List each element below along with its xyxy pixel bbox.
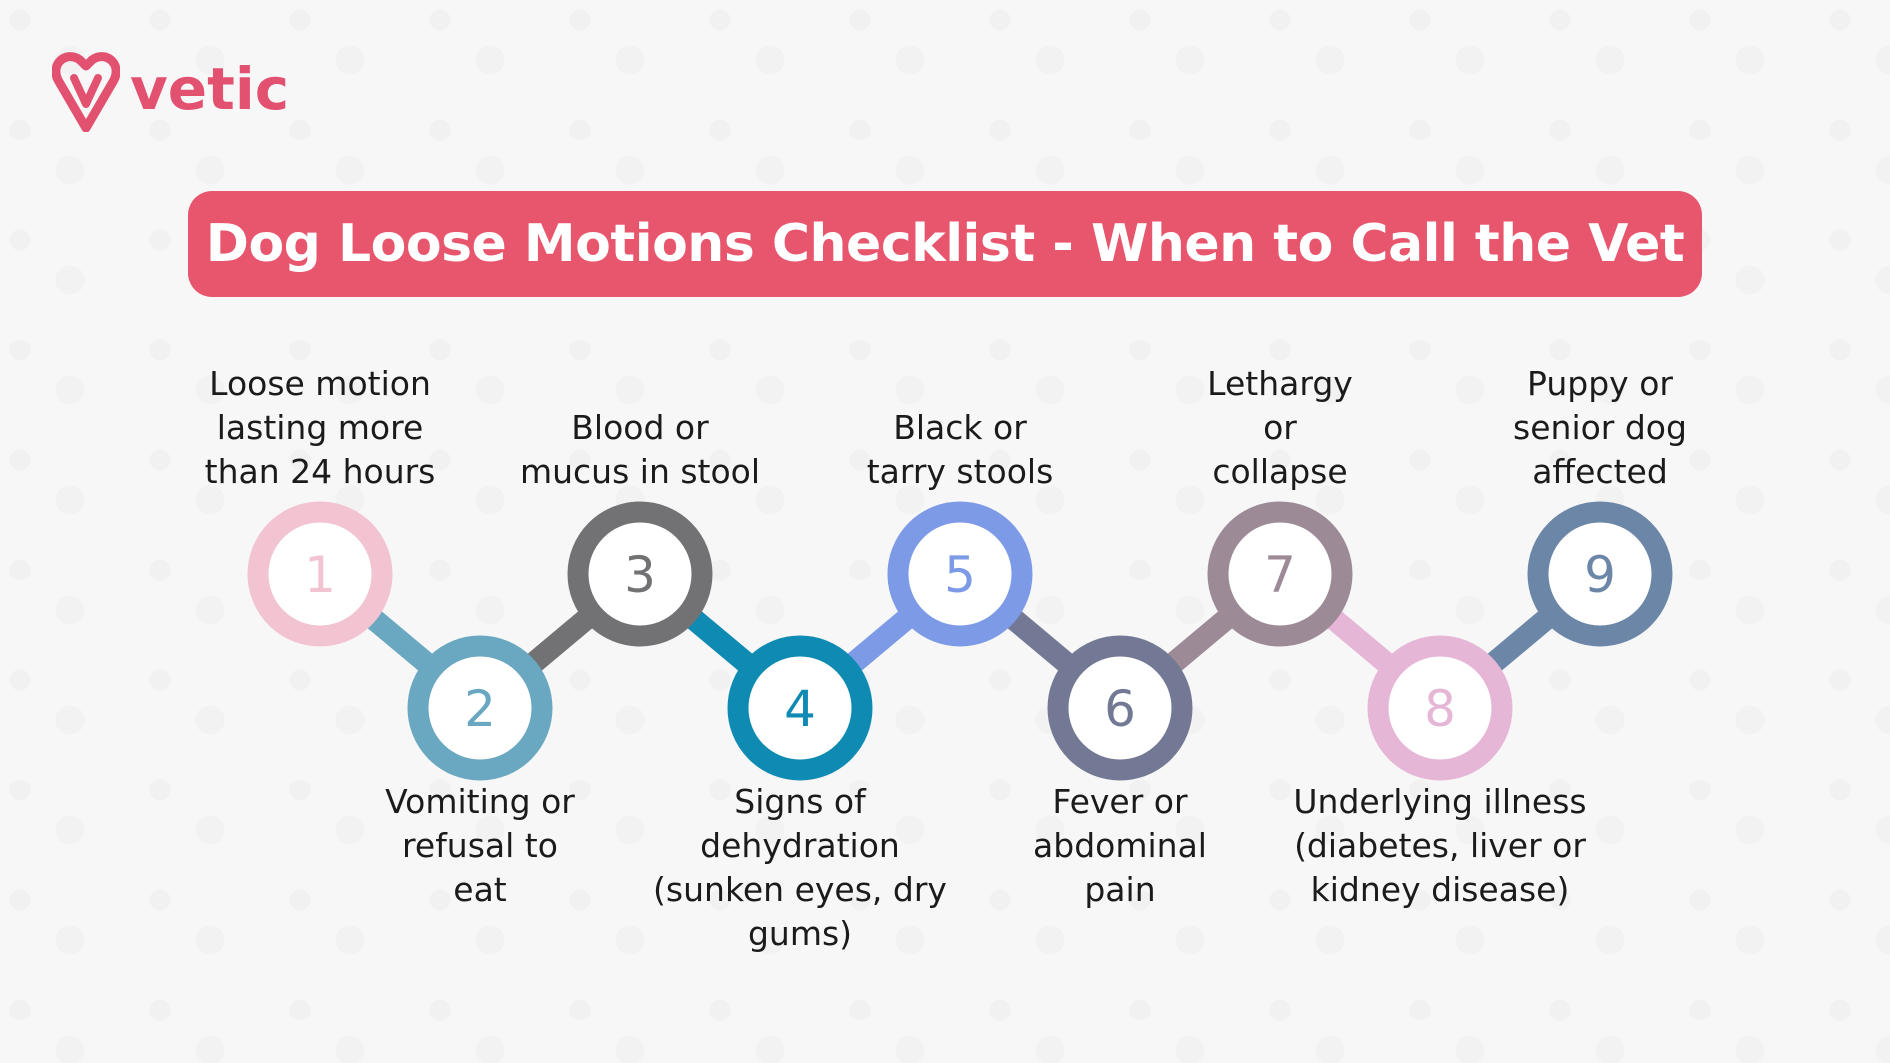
step-node-7: 7 (1207, 501, 1353, 647)
step-label-1: Loose motion lasting more than 24 hours (204, 364, 436, 491)
step-circle (407, 635, 553, 781)
step-label-8: Underlying illness (diabetes, liver or k… (1293, 782, 1587, 909)
step-node-6: 6 (1047, 635, 1193, 781)
step-label-3: Blood or mucus in stool (519, 408, 761, 491)
brand-name: vetic (130, 55, 290, 123)
step-circle (247, 501, 393, 647)
step-circle (567, 501, 713, 647)
heart-v-icon (52, 52, 120, 132)
title-banner: Dog Loose Motions Checklist - When to Ca… (188, 191, 1702, 297)
step-number: 8 (1424, 680, 1456, 738)
step-label-5: Black or tarry stools (866, 408, 1054, 491)
brand-logo: vetic (52, 52, 289, 132)
step-label-6: Fever or abdominal pain (1033, 782, 1207, 909)
step-node-9: 9 (1527, 501, 1673, 647)
step-label-7: Lethargy or collapse (1207, 364, 1353, 491)
step-number: 2 (464, 680, 496, 738)
step-circle (1527, 501, 1673, 647)
step-label-4: Signs of dehydration (sunken eyes, dry g… (653, 782, 947, 953)
step-number: 5 (944, 546, 976, 604)
step-node-8: 8 (1367, 635, 1513, 781)
step-node-4: 4 (727, 635, 873, 781)
step-number: 3 (624, 546, 656, 604)
step-number: 7 (1264, 546, 1296, 604)
step-number: 4 (784, 680, 816, 738)
step-node-5: 5 (887, 501, 1033, 647)
step-circle (1367, 635, 1513, 781)
step-number: 9 (1584, 546, 1616, 604)
step-circle (1207, 501, 1353, 647)
step-node-1: 1 (247, 501, 393, 647)
step-node-3: 3 (567, 501, 713, 647)
step-label-9: Puppy or senior dog affected (1513, 364, 1687, 491)
step-number: 1 (304, 546, 336, 604)
step-number: 6 (1104, 680, 1136, 738)
page-title: Dog Loose Motions Checklist - When to Ca… (205, 214, 1685, 274)
step-circle (1047, 635, 1193, 781)
step-label-2: Vomiting or refusal to eat (385, 782, 575, 909)
step-circle (727, 635, 873, 781)
step-circle (887, 501, 1033, 647)
step-node-2: 2 (407, 635, 553, 781)
